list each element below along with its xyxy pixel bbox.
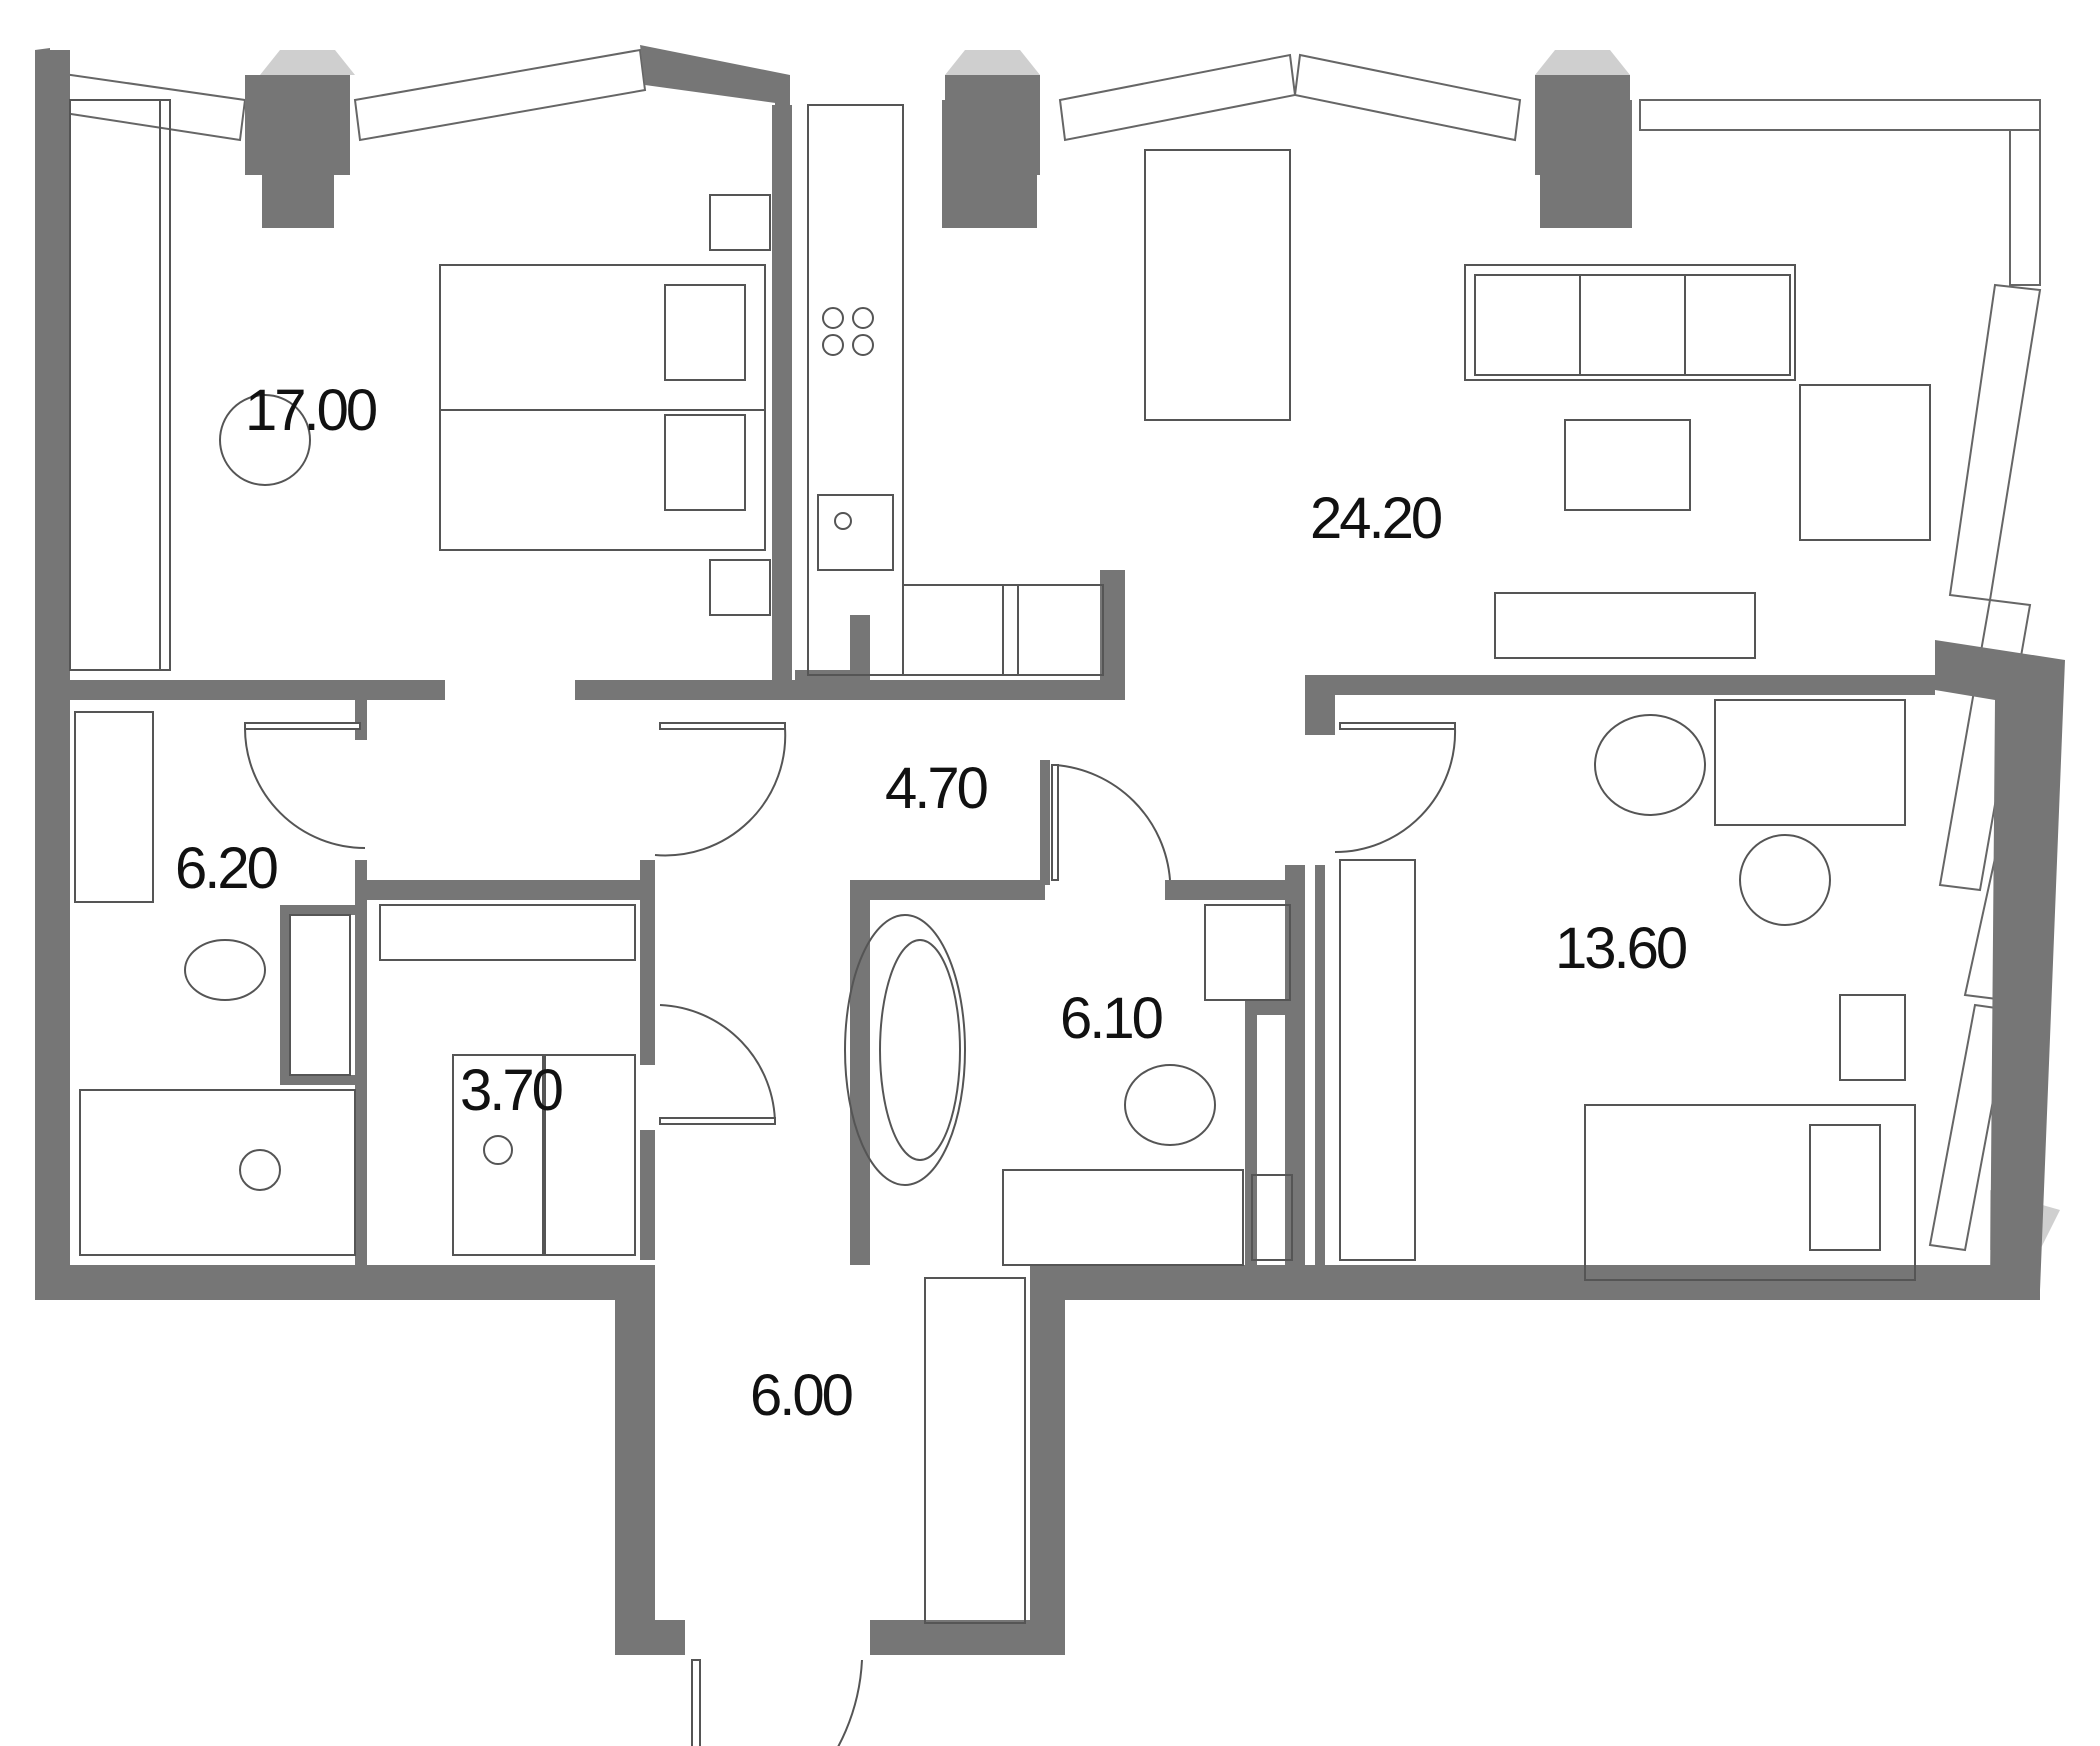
room-area-bedroom-1: 17.00 bbox=[245, 378, 376, 443]
room-area-bedroom-2: 13.60 bbox=[1555, 916, 1686, 981]
room-area-bathroom-1: 6.20 bbox=[175, 836, 277, 901]
room-area-living-kitchen: 24.20 bbox=[1310, 486, 1441, 551]
furniture bbox=[69, 99, 1931, 1624]
room-labels: 17.00 24.20 4.70 6.20 3.70 6.10 13.60 6.… bbox=[175, 378, 1689, 1428]
room-area-hallway: 4.70 bbox=[885, 756, 987, 821]
windows bbox=[43, 48, 2052, 1252]
room-area-entrance: 6.00 bbox=[750, 1363, 852, 1428]
room-area-laundry: 3.70 bbox=[460, 1058, 562, 1123]
doors bbox=[244, 722, 1457, 1746]
room-area-bathroom-2: 6.10 bbox=[1060, 986, 1162, 1051]
walls bbox=[35, 45, 2065, 1655]
